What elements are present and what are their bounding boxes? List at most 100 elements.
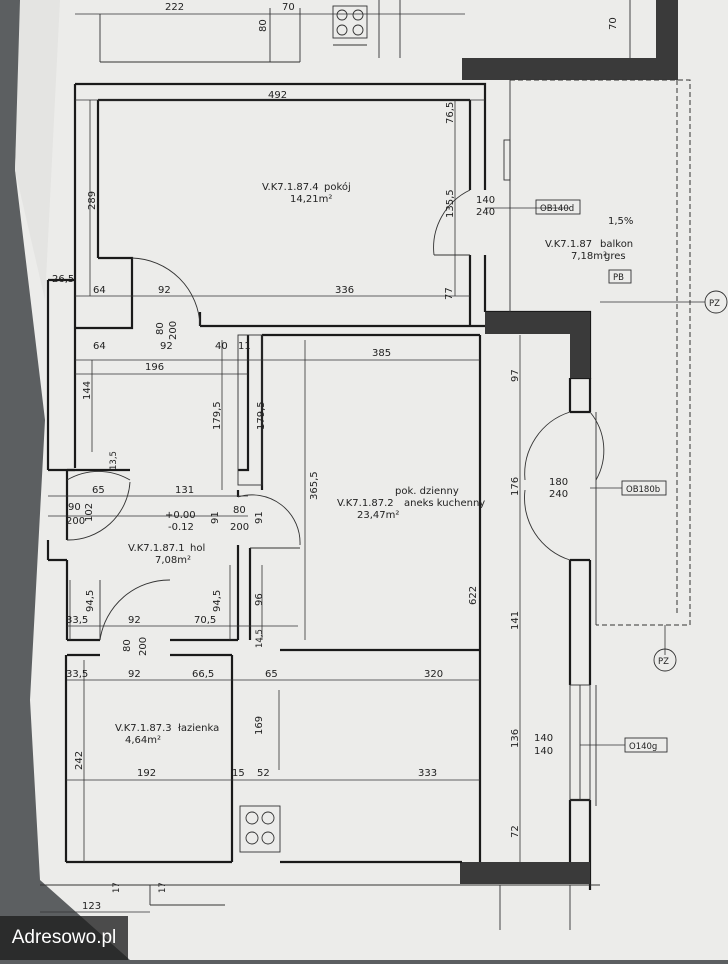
dimension-labels: 222 70 80 70 492 76,5 289 135,5 140 240 … xyxy=(52,2,619,912)
tag-pz-2: PZ xyxy=(658,657,669,667)
dim-label: 240 xyxy=(549,489,568,500)
dzienny-code: V.K7.1.87.2 xyxy=(337,498,394,509)
dim-label: 92 xyxy=(158,285,171,296)
dim-label: 622 xyxy=(468,586,479,605)
dim-label: 65 xyxy=(265,669,278,680)
dim-label: 200 xyxy=(138,637,149,656)
dim-label: 131 xyxy=(175,485,194,496)
dim-label: 385 xyxy=(372,348,391,359)
hol-level2: -0.12 xyxy=(168,522,194,533)
dim-label: 33,5 xyxy=(66,669,88,680)
dim-label: 333 xyxy=(418,768,437,779)
dim-label: 179,5 xyxy=(256,401,267,430)
paper-background xyxy=(15,0,728,960)
dim-label: 200 xyxy=(66,516,85,527)
dim-label: 179,5 xyxy=(212,401,223,430)
dim-label: 40 xyxy=(215,341,228,352)
paper-shadow xyxy=(15,0,60,300)
dim-label: 97 xyxy=(510,369,521,382)
dim-label: 64 xyxy=(93,341,106,352)
dim-label: 240 xyxy=(476,207,495,218)
dim-label: 70,5 xyxy=(194,615,216,626)
balkon-slope: 1,5% xyxy=(608,216,633,227)
dim-label: 17 xyxy=(158,882,168,893)
lazienka-code: V.K7.1.87.3 xyxy=(115,723,172,734)
hol-level1: +0.00 xyxy=(165,510,196,521)
dim-label: 80 xyxy=(122,639,133,652)
balkon-code: V.K7.1.87 xyxy=(545,239,592,250)
dim-label: 365,5 xyxy=(309,471,320,500)
door-swings xyxy=(66,189,605,641)
dim-label: 92 xyxy=(128,615,141,626)
dim-label: 141 xyxy=(510,611,521,630)
tag-o140: O140g xyxy=(629,742,657,752)
dim-label: 13,5 xyxy=(109,451,119,470)
hol-area: 7,08m² xyxy=(155,555,191,566)
tag-pz-1: PZ xyxy=(709,299,720,309)
dimension-lines xyxy=(40,99,705,913)
dim-label: 92 xyxy=(160,341,173,352)
dim-label: 140 xyxy=(534,733,553,744)
tag-ob180: OB180b xyxy=(626,485,660,495)
dim-label: 123 xyxy=(82,901,101,912)
dim-label: 11 xyxy=(238,341,251,352)
dim-label: 91 xyxy=(210,511,221,524)
balkon-tag-box xyxy=(608,269,632,284)
dim-label: 200 xyxy=(230,522,249,533)
windows xyxy=(503,139,597,806)
opening-tags: OB140d OB180b O140g PZ PZ xyxy=(535,199,728,753)
pokoj-area: 14,21m² xyxy=(290,194,332,205)
dim-label: 192 xyxy=(137,768,156,779)
dim-label: 64 xyxy=(93,285,106,296)
dim-label: 140 xyxy=(476,195,495,206)
balkon-tag: PB xyxy=(613,273,624,283)
room-label-dzienny: pok. dzienny V.K7.1.87.2 aneks kuchenny … xyxy=(337,486,485,521)
balkon-material: gres xyxy=(604,251,626,262)
dzienny-name1: pok. dzienny xyxy=(395,486,459,497)
dim-label: 242 xyxy=(74,751,85,770)
balcony-outline xyxy=(509,79,691,626)
hol-name: hol xyxy=(190,543,205,554)
dim-label: 222 xyxy=(165,2,184,13)
dim-label: 52 xyxy=(257,768,270,779)
dim-label: 14,5 xyxy=(255,629,265,648)
dim-label: 196 xyxy=(145,362,164,373)
dim-label: 289 xyxy=(87,191,98,210)
dim-label: 65 xyxy=(92,485,105,496)
dim-label: 140 xyxy=(534,746,553,757)
room-label-pokoj: V.K7.1.87.4 pokój 14,21m² xyxy=(262,181,351,205)
dim-label: 102 xyxy=(84,503,95,522)
dim-label: 94,5 xyxy=(212,590,223,612)
dim-label: 90 xyxy=(68,502,81,513)
dim-label: 91 xyxy=(254,511,265,524)
dim-label: 200 xyxy=(168,321,179,340)
balkon-name: balkon xyxy=(600,239,633,250)
dim-label: 72 xyxy=(510,825,521,838)
dim-label: 70 xyxy=(282,2,295,13)
dim-label: 144 xyxy=(82,381,93,400)
dim-label: 80 xyxy=(155,322,166,335)
dim-label: 492 xyxy=(268,90,287,101)
room-label-lazienka: V.K7.1.87.3 łazienka 4,64m² xyxy=(115,723,219,746)
tag-ob140: OB140d xyxy=(540,204,574,214)
dim-label: 77 xyxy=(444,287,455,300)
dim-label: 169 xyxy=(254,716,265,735)
dzienny-area: 23,47m² xyxy=(357,510,399,521)
room-label-hol: V.K7.1.87.1 hol 7,08m² +0.00 -0.12 xyxy=(128,510,205,566)
room-label-balkon: V.K7.1.87 balkon 7,18m² gres 1,5% PB xyxy=(545,216,633,284)
pokoj-name: pokój xyxy=(324,181,351,193)
dim-label: 17 xyxy=(112,882,122,893)
dim-label: 26,5 xyxy=(52,274,74,285)
dim-label: 15 xyxy=(232,768,245,779)
lazienka-area: 4,64m² xyxy=(125,735,161,746)
dim-label: 76,5 xyxy=(445,102,456,124)
watermark-badge[interactable]: Adresowo.pl xyxy=(0,916,128,960)
dim-label: 66,5 xyxy=(192,669,214,680)
top-strip xyxy=(75,0,678,80)
dim-label: 33,5 xyxy=(66,615,88,626)
dim-label: 136 xyxy=(510,729,521,748)
dim-label: 80 xyxy=(233,505,246,516)
dim-label: 336 xyxy=(335,285,354,296)
